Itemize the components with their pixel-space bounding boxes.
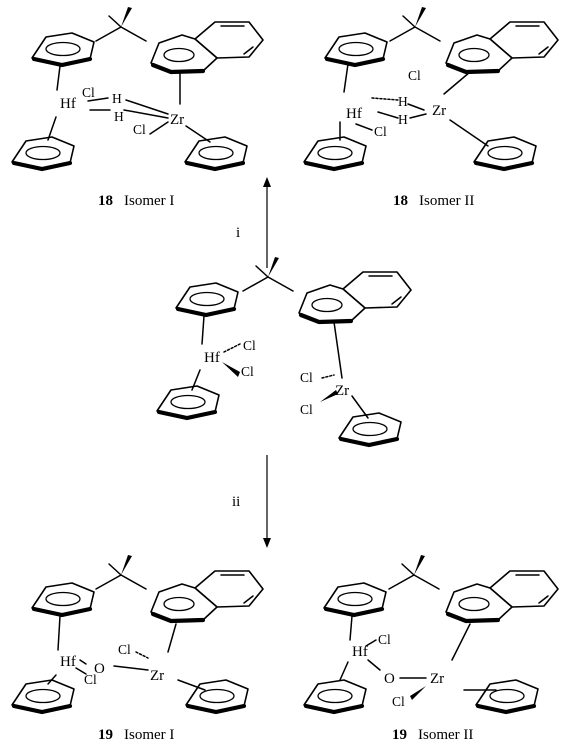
hf-atom: Hf [60, 96, 76, 112]
cl-atom: Cl [300, 370, 313, 385]
compound-number: 18 [393, 193, 408, 209]
cl-atom: Cl [374, 124, 387, 139]
caption-18-isomer-2: 18 Isomer II [393, 193, 474, 209]
compound-number: 19 [98, 727, 113, 743]
cl-atom: Cl [118, 642, 131, 657]
cl-atom: Cl [84, 672, 97, 687]
complex-19-isomer-2: Hf Cl O Zr Cl [304, 554, 558, 712]
o-atom: O [94, 661, 105, 677]
cl-atom: Cl [392, 694, 405, 709]
caption-19-isomer-2: 19 Isomer II [392, 727, 473, 743]
zr-atom: Zr [432, 103, 446, 119]
isomer-label: Isomer I [124, 727, 174, 743]
hf-atom: Hf [352, 644, 368, 660]
h-atom: H [114, 109, 124, 124]
o-atom: O [384, 671, 395, 687]
complex-19-isomer-1: Hf O Cl Cl Zr [12, 554, 263, 712]
isomer-label: Isomer II [418, 727, 473, 743]
arrow-up-step-i: i [236, 177, 271, 268]
hf-atom: Hf [60, 654, 76, 670]
isomer-label: Isomer I [124, 193, 174, 209]
h-atom: H [398, 112, 408, 127]
caption-18-isomer-1: 18 Isomer I [98, 193, 174, 209]
cl-atom: Cl [408, 68, 421, 83]
zr-atom: Zr [150, 668, 164, 684]
step-label-ii: ii [232, 494, 240, 510]
compound-number: 19 [392, 727, 407, 743]
step-label-i: i [236, 225, 240, 241]
complex-18-isomer-1: Hf Cl H H Zr Cl [12, 6, 263, 169]
caption-19-isomer-1: 19 Isomer I [98, 727, 174, 743]
isomer-label: Isomer II [419, 193, 474, 209]
arrow-down-step-ii: ii [232, 455, 271, 548]
h-atom: H [112, 91, 122, 106]
complex-18-isomer-2: Hf H H Cl Zr Cl [304, 6, 558, 169]
zr-atom: Zr [430, 671, 444, 687]
cl-atom: Cl [378, 632, 391, 647]
starting-complex: Hf Cl Cl Cl Cl Zr [157, 256, 411, 445]
zr-atom: Zr [335, 383, 349, 399]
hf-atom: Hf [204, 350, 220, 366]
h-atom: H [398, 94, 408, 109]
zr-atom: Zr [170, 112, 184, 128]
cl-atom: Cl [133, 122, 146, 137]
cl-atom: Cl [243, 338, 256, 353]
cl-atom: Cl [300, 402, 313, 417]
hf-atom: Hf [346, 106, 362, 122]
cl-atom: Cl [82, 85, 95, 100]
cl-atom: Cl [241, 364, 254, 379]
compound-number: 18 [98, 193, 113, 209]
